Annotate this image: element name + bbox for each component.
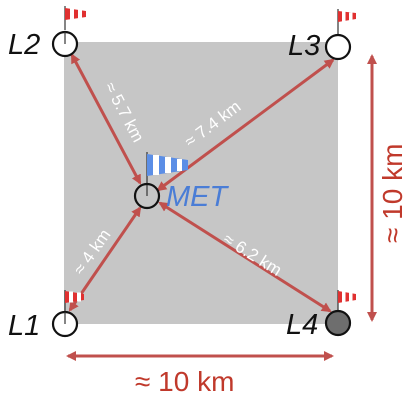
station-l1: L1 bbox=[8, 290, 84, 342]
station-l2: L2 bbox=[8, 6, 86, 61]
dimension-label-width: ≈ 10 km bbox=[135, 366, 234, 396]
met-label: MET bbox=[166, 181, 230, 213]
windsock-red-icon bbox=[64, 6, 86, 30]
station-label: L4 bbox=[286, 309, 318, 341]
arrow-met-l1 bbox=[68, 206, 142, 312]
arrow-met-l2 bbox=[70, 53, 142, 185]
windsock-red-icon bbox=[337, 9, 356, 34]
station-label: L3 bbox=[288, 30, 320, 62]
station-label: L1 bbox=[8, 310, 40, 342]
station-circle-icon bbox=[133, 182, 161, 210]
station-label: L2 bbox=[8, 29, 40, 61]
station-circle-icon bbox=[324, 33, 352, 61]
station-circle-filled-icon bbox=[324, 309, 352, 337]
windsock-red-icon bbox=[337, 290, 356, 312]
windsock-blue-icon bbox=[146, 152, 188, 196]
station-l4: L4 bbox=[286, 290, 356, 341]
met-station: MET bbox=[133, 152, 230, 213]
station-l3: L3 bbox=[288, 9, 356, 62]
dimension-label-height: ≈ 10 km bbox=[377, 144, 404, 243]
arrow-met-l4 bbox=[158, 201, 332, 313]
